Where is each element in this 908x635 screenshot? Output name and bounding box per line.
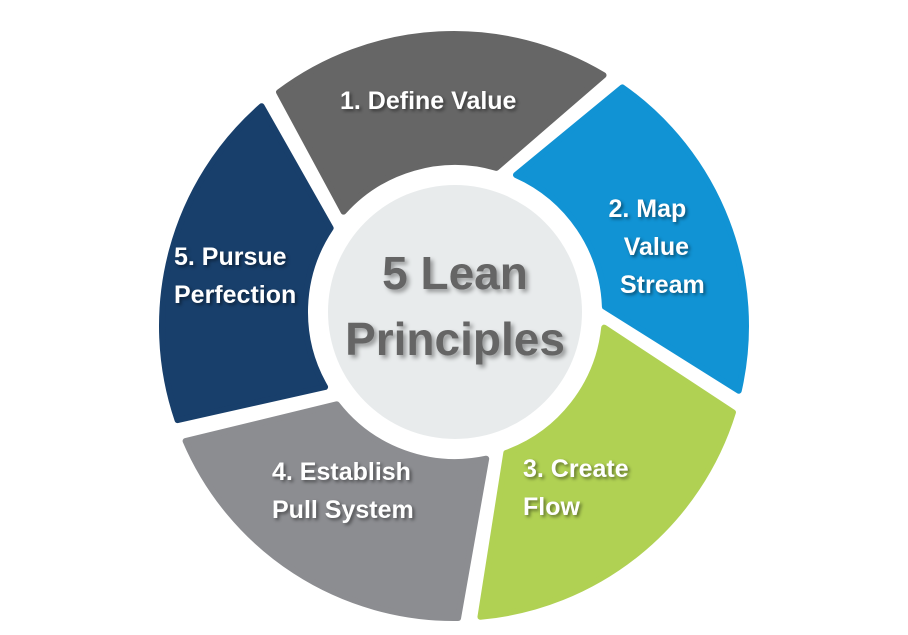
label-line: Perfection (174, 281, 297, 309)
segment-2-label: 2. Map Value Stream (590, 190, 705, 304)
center-circle (328, 185, 582, 439)
label-line: 3. Create (523, 455, 629, 483)
label-line: 4. Establish (272, 458, 411, 486)
label-line: 2. Map (608, 195, 687, 223)
segment-4-label: 4. Establish Pull System (272, 453, 414, 529)
label-line: Stream (620, 271, 705, 299)
label-line: Pull System (272, 496, 414, 524)
label-line: 5. Pursue (174, 243, 287, 271)
label-line: 1. Define Value (340, 87, 517, 115)
segment-1 (276, 31, 607, 215)
center-title: 5 Lean Principles (330, 240, 580, 372)
segment-3 (477, 324, 736, 620)
center-title-line2: Principles (345, 313, 565, 365)
center-title-line1: 5 Lean (382, 247, 528, 299)
label-line: Flow (523, 493, 580, 521)
segment-5 (159, 103, 334, 424)
segment-2 (513, 84, 749, 394)
segment-1-label: 1. Define Value (340, 82, 516, 120)
segment-5-label: 5. Pursue Perfection (174, 238, 296, 314)
segment-3-label: 3. Create Flow (523, 450, 629, 526)
label-line: Value (623, 233, 690, 261)
segment-4 (182, 401, 490, 621)
